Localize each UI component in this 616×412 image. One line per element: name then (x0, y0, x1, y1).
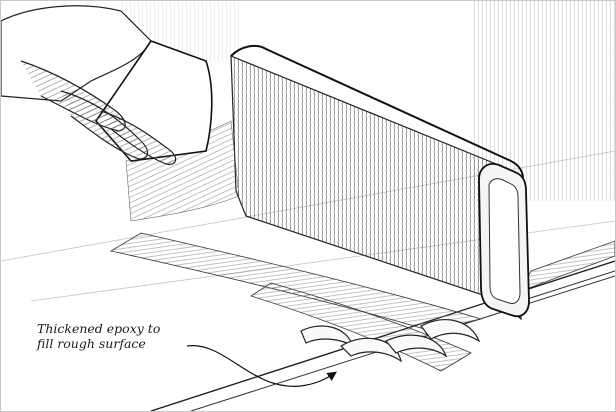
annotation-line-1: Thickened epoxy to (37, 321, 197, 336)
callout-arrow (187, 346, 335, 387)
annotation-line-2: fill rough surface (37, 336, 197, 351)
annotation-label: Thickened epoxy to fill rough surface (37, 321, 197, 351)
